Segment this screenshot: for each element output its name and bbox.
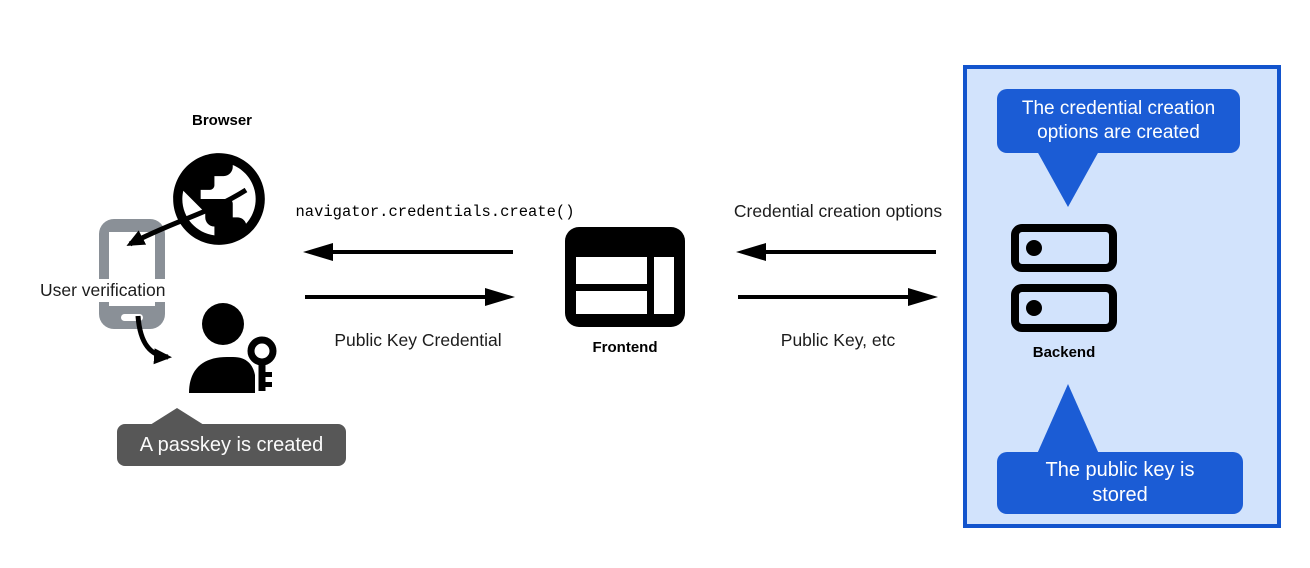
arrow-browser-to-frontend	[305, 288, 515, 306]
globe-icon	[164, 144, 274, 254]
arrow-frontend-to-backend	[738, 288, 938, 306]
key-stored-callout: The public key is stored	[997, 452, 1243, 514]
options-created-callout-pointer	[1037, 151, 1099, 207]
browser-node-label: Browser	[191, 112, 253, 129]
key-stored-callout-pointer	[1037, 384, 1099, 454]
passkey-created-tooltip: A passkey is created	[117, 408, 346, 466]
public-key-credential-label: Public Key Credential	[334, 330, 502, 350]
arrow-backend-to-frontend	[736, 243, 936, 261]
arrow-frontend-to-browser	[303, 243, 513, 261]
user-verification-label: User verification	[36, 279, 170, 302]
credential-creation-options-label: Credential creation options	[733, 201, 943, 221]
options-created-callout: The credential creation options are crea…	[997, 89, 1240, 153]
browser-window-icon	[565, 227, 685, 327]
user-verification-arrows	[126, 187, 248, 365]
arrow-browser-to-phone	[126, 187, 248, 247]
key-stored-text: The public key is stored	[1045, 459, 1195, 506]
arrow-phone-to-user	[135, 315, 172, 365]
person-with-key-icon	[183, 300, 279, 396]
backend-node-label: Backend	[1032, 344, 1096, 361]
server-stack-icon	[1011, 224, 1117, 334]
frontend-node-label: Frontend	[592, 339, 658, 356]
passkey-created-text: A passkey is created	[139, 434, 324, 456]
create-call-label: navigator.credentials.create()	[295, 203, 575, 221]
options-created-text: The credential creation options are crea…	[1021, 98, 1216, 143]
public-key-etc-label: Public Key, etc	[780, 330, 896, 350]
